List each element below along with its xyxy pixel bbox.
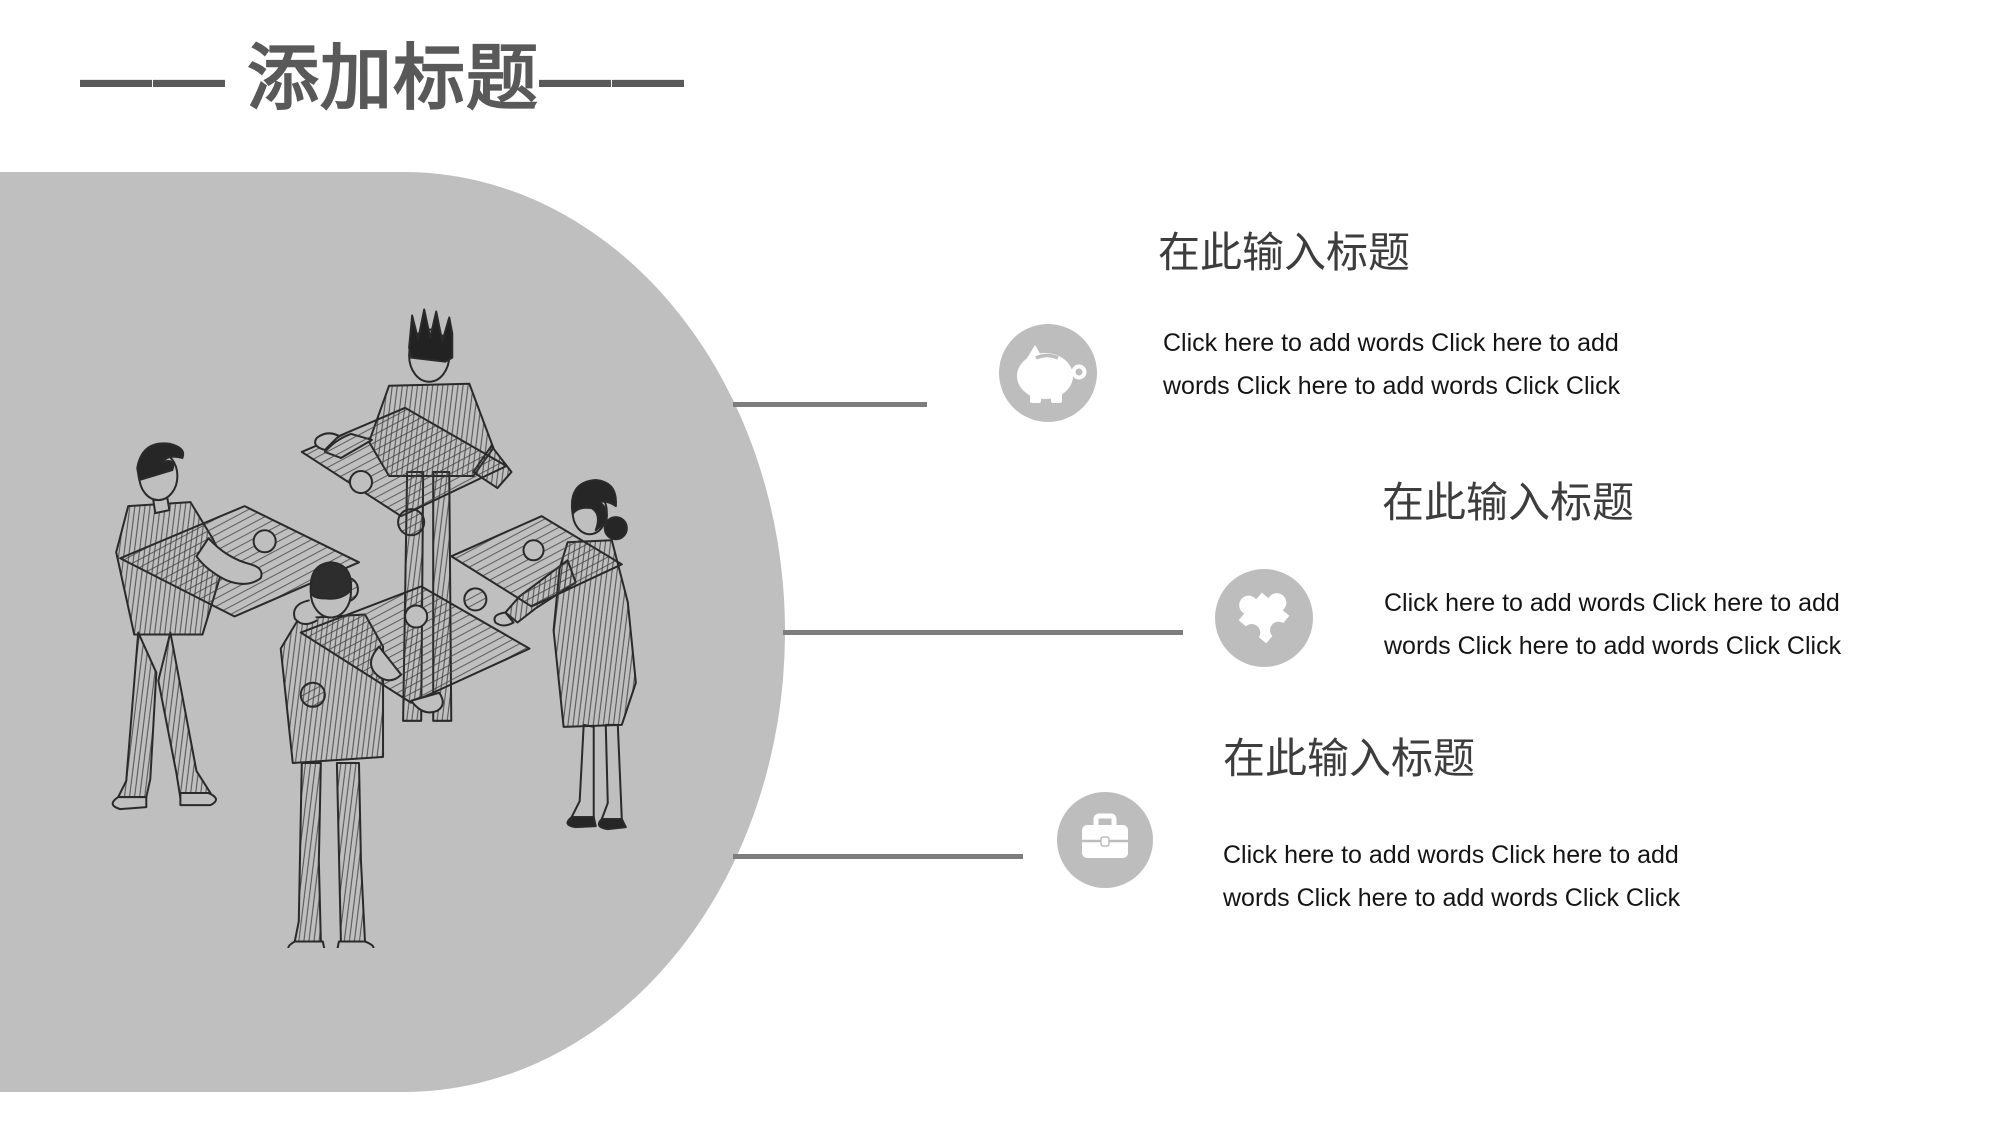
sketch-puzzle-right xyxy=(450,515,623,612)
section-title: 在此输入标题 xyxy=(1223,735,1476,782)
teamwork-illustration xyxy=(111,308,637,948)
section-body: Click here to add words Click here to ad… xyxy=(1223,841,1681,912)
section-title: 在此输入标题 xyxy=(1158,229,1411,276)
sketch-puzzle-top xyxy=(300,406,508,537)
sketch-man-left xyxy=(111,442,226,811)
sketch-puzzle-bottom xyxy=(299,585,531,714)
puzzle-icon xyxy=(1215,569,1313,667)
section-title: 在此输入标题 xyxy=(1382,479,1635,526)
sketch-puzzle-left xyxy=(119,505,360,618)
connector-line-3 xyxy=(733,854,1023,859)
briefcase-icon xyxy=(1057,792,1153,888)
section-body: Click here to add words Click here to ad… xyxy=(1163,329,1621,400)
connector-line-1 xyxy=(733,402,927,407)
page-title: —— 添加标题—— xyxy=(80,39,686,119)
section-body: Click here to add words Click here to ad… xyxy=(1384,589,1842,660)
connector-line-2 xyxy=(783,630,1183,635)
piggy-bank-icon xyxy=(999,324,1097,422)
